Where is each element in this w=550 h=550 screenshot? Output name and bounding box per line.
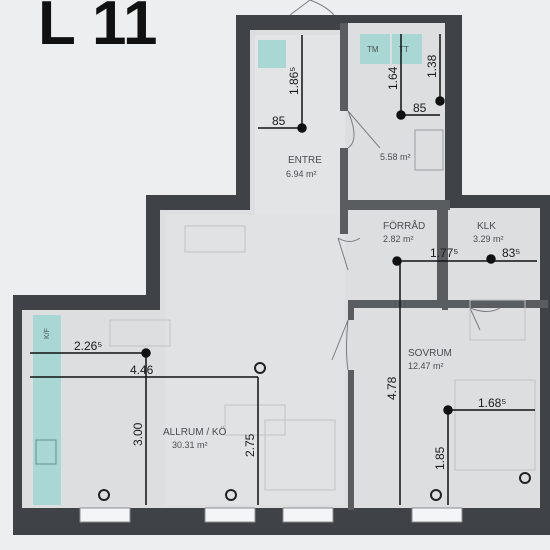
dim-allrum-width-a: 2.26⁵: [74, 339, 102, 353]
tm-label: TM: [367, 45, 379, 54]
dim-allrum-height-a: 3.00: [131, 422, 145, 446]
kf-label: K/F: [44, 328, 51, 339]
dim-bath-width: 85: [413, 101, 427, 115]
radiators: [98, 362, 531, 501]
dim-sovrum-width: 1.68⁵: [478, 396, 506, 410]
room-klk-name: KLK: [477, 221, 496, 232]
dim-allrum-width-b: 4.46: [130, 363, 154, 377]
kitchen-counter: [33, 315, 61, 505]
dim-sovrum-height-b: 1.85: [433, 446, 447, 470]
room-sovrum-area: 12.47 m²: [408, 361, 444, 371]
dim-klk-width: 83⁵: [502, 246, 520, 260]
room-allrum-area: 30.31 m²: [172, 440, 208, 450]
room-sovrum-name: SOVRUM: [408, 348, 452, 359]
washing-machine-fixture: [360, 34, 390, 64]
room-entre-name: ENTRE: [288, 155, 322, 166]
hall-cabinet-fixture: [258, 40, 286, 68]
sink-icon: [35, 439, 57, 465]
furniture-outlines: [109, 225, 536, 491]
tt-label: TT: [399, 45, 409, 54]
room-bath-area: 5.58 m²: [380, 152, 411, 162]
dim-entre-height: 1.86⁵: [287, 67, 301, 95]
dim-bath-height-a: 1.64: [386, 66, 400, 90]
room-entre-area: 6.94 m²: [286, 169, 317, 179]
dimension-labels: 1.86⁵ 85 1.64 1.38 85 1.77⁵ 83⁵ 4.78 1.6…: [74, 54, 520, 470]
dim-sovrum-height: 4.78: [385, 376, 399, 400]
hall-floor-tone: [165, 35, 345, 505]
dim-forrad-width: 1.77⁵: [430, 246, 458, 260]
kitchen-fixtures: K/F: [33, 315, 61, 505]
plan-title: L 11: [38, 0, 158, 58]
room-allrum-name: ALLRUM / KÖ: [163, 426, 227, 438]
room-forrad-name: FÖRRÅD: [383, 219, 425, 232]
dim-allrum-height-b: 2.75: [243, 433, 257, 457]
dim-bath-height-b: 1.38: [425, 54, 439, 78]
interior-walls: [340, 23, 548, 510]
dryer-fixture: [392, 34, 422, 64]
door-swings: [289, 0, 501, 371]
shower-fixture: [414, 129, 444, 171]
windows: [79, 507, 463, 523]
room-labels: ENTRE 6.94 m² 5.58 m² FÖRRÅD 2.82 m² KLK…: [163, 152, 504, 450]
room-klk-area: 3.29 m²: [473, 234, 504, 244]
dim-entre-width: 85: [272, 114, 286, 128]
room-forrad-area: 2.82 m²: [383, 234, 414, 244]
dimension-lines: [30, 34, 537, 505]
bathroom-fixtures: TM TT: [258, 34, 444, 171]
